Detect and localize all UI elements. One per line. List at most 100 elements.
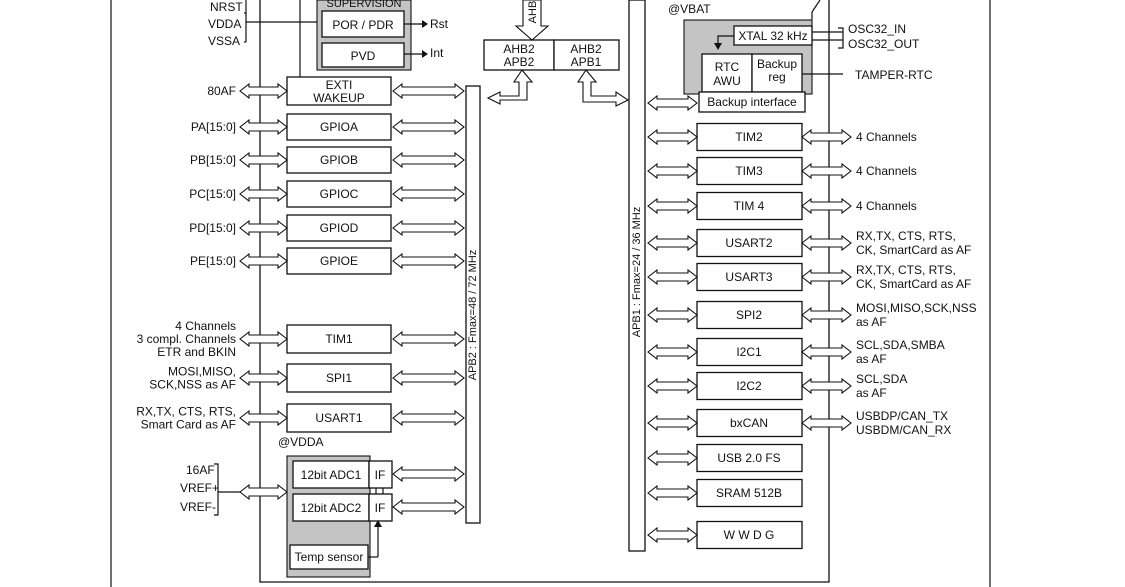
i2c1-bus-arrow [647,343,698,361]
sram-bus-arrow [647,484,698,502]
tim1-block [286,324,392,354]
bxcan-block [696,408,803,438]
vbat-tag: @VBAT [668,2,711,16]
supervision-group: SUPERVISION POR / PDR PVD Rst Int [316,0,449,71]
tim3-block [696,156,803,186]
gpioc-pin-0: PC[15:0] [189,187,236,201]
adc2-if-label: IF [375,501,386,515]
gpioa-pin-arrow [239,118,288,136]
gpioc-pin-arrow [239,185,288,203]
spi2-pin-arrow [801,306,852,324]
tim2-bus-arrow [647,128,698,146]
spi2-pin-1: as AF [856,315,887,329]
usart2-label: USART2 [725,236,772,250]
tim3-pin-0: 4 Channels [856,164,917,178]
ahb2apb1-line2: APB1 [571,55,602,69]
vdda-label: VDDA [208,17,241,31]
tim1-pin-1: 3 compl. Channels [137,332,236,346]
gpioc-bus-arrow [392,185,465,203]
int-arrow [422,50,428,58]
tamper-label: TAMPER-RTC [855,68,933,82]
adc2-label: 12bit ADC2 [301,501,362,515]
rst-label: Rst [430,17,449,31]
pvd-block [321,42,405,68]
gpioa-pin-0: PA[15:0] [191,120,236,134]
i2c1-pin-0: SCL,SDA,SMBA [856,338,945,352]
por-pdr-label: POR / PDR [332,18,394,32]
tim3-bus-arrow [647,162,698,180]
usart2-block [696,228,803,258]
ahb2apb2-line2: APB2 [504,55,535,69]
usart3-pin-0: RX,TX, CTS, RTS, [856,263,956,277]
tim4-pin-arrow [801,197,852,215]
gpiob-pin-arrow [239,151,288,169]
tim1-pin-arrow [239,330,288,348]
adc2-if-block [368,493,393,522]
backup-interface-label: Backup interface [707,95,797,109]
spi1-pin-1: SCK,NSS as AF [149,378,236,392]
apb2-bridge-connector [486,69,534,105]
ahb2apb1-bridge [553,39,620,71]
adc2-bus-arrow [392,498,465,516]
apb1-bus [628,0,646,552]
gpioe-pin-arrow [239,252,288,270]
usart2-pin-1: CK, SmartCard as AF [856,243,971,257]
tim1-pin-2: ETR and BKIN [157,345,236,359]
i2c2-pin-0: SCL,SDA [856,372,907,386]
usart2-pin-arrow [801,234,852,252]
gpioe-label: GPIOE [320,254,358,268]
ahb-label: AHB [527,1,539,24]
temp-sensor-block [289,544,369,570]
usb-bus-arrow [647,449,698,467]
exti-label-1: EXTI [326,78,353,92]
usart1-bus-arrow [392,409,465,427]
bxcan-bus-arrow [647,414,698,432]
exti-bus-arrow [392,82,465,100]
pvd-label: PVD [351,49,376,63]
backup-reg-line2: reg [768,70,785,84]
internal-frame [259,0,830,583]
usart3-label: USART3 [725,270,772,284]
i2c2-label: I2C2 [736,379,762,393]
backup-bus-arrow [647,94,698,112]
apb2-bus-label: APB2 : Fmax=48 / 72 MHz [467,250,479,381]
tim3-label: TIM3 [735,164,763,178]
apb2-bus [465,85,481,524]
backup-interface-block [698,91,806,113]
exti-pin-arrow [239,82,288,100]
gpioa-bus-arrow [392,118,465,136]
vssa-label: VSSA [208,34,240,48]
vdda-tag: @VDDA [278,435,324,449]
bxcan-pin-1: USBDM/CAN_RX [856,423,951,437]
tim4-pin-0: 4 Channels [856,199,917,213]
por-pdr-block [321,10,405,38]
ahb2apb2-line1: AHB2 [503,42,535,56]
adc1-if-block [368,460,393,489]
usart2-bus-arrow [647,234,698,252]
wwdg-block [696,520,803,550]
i2c1-pin-arrow [801,343,852,361]
apb2-block-group: EXTIWAKEUP80AFGPIOAPA[15:0]GPIOBPB[15:0]… [136,76,465,516]
gpiob-pin-0: PB[15:0] [190,153,236,167]
gpiod-label: GPIOD [320,221,359,235]
gpiob-label: GPIOB [320,153,358,167]
gpioe-pin-0: PE[15:0] [190,254,236,268]
gpiod-bus-arrow [392,219,465,237]
ahb-arrow: AHB [514,0,550,41]
spi1-bus-arrow [392,369,465,387]
i2c1-label: I2C1 [736,345,762,359]
gpioe-bus-arrow [392,252,465,270]
tim3-pin-arrow [801,162,852,180]
gpiod-pin-0: PD[15:0] [189,221,236,235]
spi1-label: SPI1 [326,371,352,385]
rtc-line2: AWU [713,74,741,88]
usart2-pin-0: RX,TX, CTS, RTS, [856,229,956,243]
usart1-label: USART1 [315,411,362,425]
ahb2apb1-line1: AHB2 [570,42,602,56]
vref-minus-label: VREF- [180,500,216,514]
gpiob-bus-arrow [392,151,465,169]
temp-sensor-label: Temp sensor [295,550,364,564]
nrst-label: NRST [210,0,243,14]
